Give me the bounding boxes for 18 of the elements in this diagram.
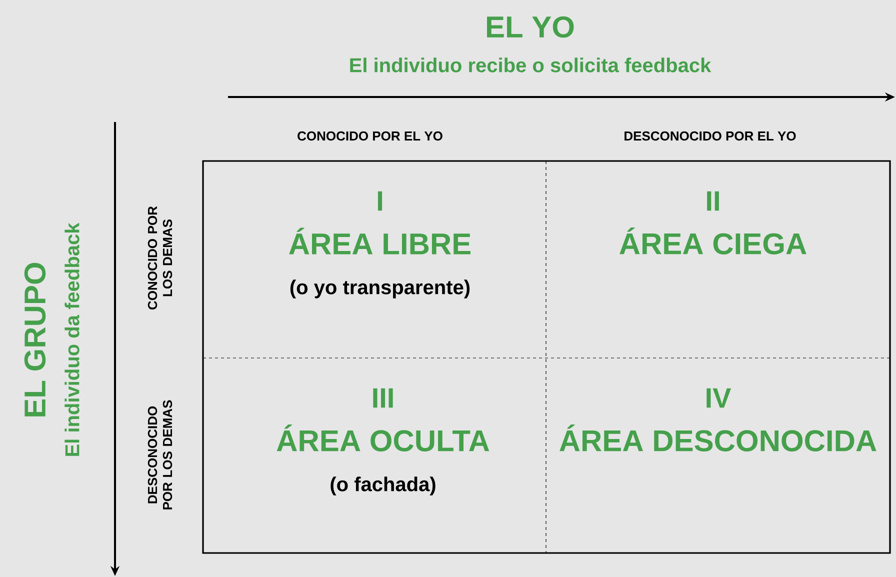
column-header: CONOCIDO POR EL YO xyxy=(298,131,442,141)
row-header: DESCONOCIDO POR LOS DEMAS xyxy=(148,400,172,510)
subheading: El individuo da feedback xyxy=(64,222,80,456)
area-title: ÁREA LIBRE xyxy=(289,228,470,254)
roman-numeral: IV xyxy=(706,388,732,408)
subheading: El individuo recibe o solicita feedback xyxy=(350,58,712,72)
area-title: ÁREA DESCONOCIDA xyxy=(560,424,876,452)
area-subtitle: (o fachada) xyxy=(330,476,436,496)
heading: EL GRUPO xyxy=(24,262,46,416)
roman-numeral: II xyxy=(707,191,719,211)
roman-numeral: III xyxy=(373,388,393,408)
area-subtitle: (o yo transparente) xyxy=(290,280,470,298)
area-title: ÁREA CIEGA xyxy=(620,228,806,254)
row-header: CONOCIDO POR LOS DEMAS xyxy=(148,206,172,310)
column-header: DESCONOCIDO POR EL YO xyxy=(624,131,796,141)
roman-numeral: I xyxy=(378,191,382,211)
area-title: ÁREA OCULTA xyxy=(276,424,490,452)
heading: EL YO xyxy=(487,16,574,38)
